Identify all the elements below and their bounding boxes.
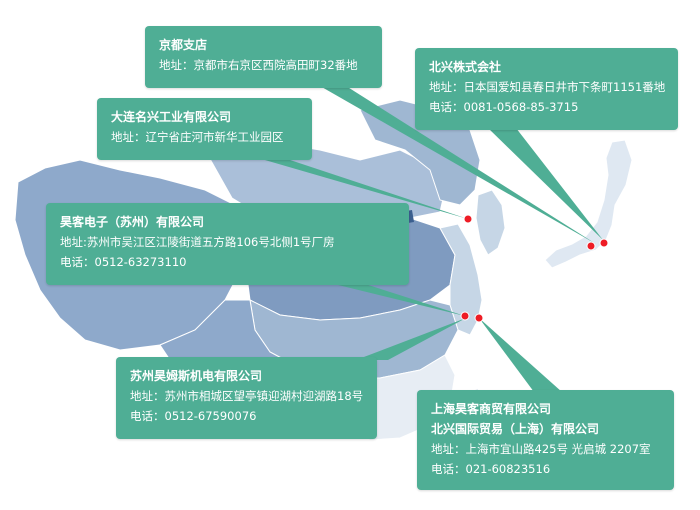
location-title: 京都支店: [159, 38, 208, 52]
location-title: 上海昊客商贸有限公司: [431, 402, 552, 416]
location-title: 北兴株式会社: [429, 60, 502, 74]
location-phone: 电话：0081-0568-85-3715: [429, 100, 579, 114]
location-card-hokko: 北兴株式会社 地址：日本国爱知县春日井市下条町1151番地 电话：0081-05…: [415, 48, 678, 130]
location-address: 地址：日本国爱知县春日井市下条町1151番地: [429, 80, 666, 94]
location-phone: 电话：0512-67590076: [130, 409, 257, 423]
location-card-haoke-suzhou: 昊客电子（苏州）有限公司 地址:苏州市吴江区江陵街道五方路106号北侧1号厂房 …: [46, 203, 409, 285]
land-region-east-coast: [439, 223, 483, 336]
marker-shanghai[interactable]: [474, 313, 484, 323]
land-region-japan: [544, 139, 633, 269]
location-address: 地址：京都市右京区西院高田町32番地: [159, 58, 358, 72]
callout-pointer-haoke: [330, 283, 465, 316]
land-region-korea: [475, 189, 506, 256]
callout-pointer-kyoto: [320, 86, 596, 244]
location-address: 地址：苏州市相城区望亭镇迎湖村迎湖路18号: [130, 389, 364, 403]
location-card-haomus-suzhou: 苏州昊姆斯机电有限公司 地址：苏州市相城区望亭镇迎湖村迎湖路18号 电话：051…: [116, 357, 377, 439]
marker-kyoto[interactable]: [586, 241, 596, 251]
marker-dalian[interactable]: [463, 214, 473, 224]
location-address: 地址：上海市宜山路425号 光启城 2207室: [431, 442, 651, 456]
location-title: 昊客电子（苏州）有限公司: [60, 215, 205, 229]
location-address: 地址:苏州市吴江区江陵街道五方路106号北侧1号厂房: [60, 235, 335, 249]
location-card-kyoto: 京都支店 地址：京都市右京区西院高田町32番地: [145, 26, 382, 88]
location-card-dalian: 大连名兴工业有限公司 地址：辽宁省庄河市新华工业园区: [97, 98, 312, 160]
location-title-secondary: 北兴国际贸易（上海）有限公司: [431, 422, 600, 436]
location-phone: 电话：021-60823516: [431, 462, 551, 476]
callout-pointer-shanghai: [479, 318, 562, 392]
location-title: 大连名兴工业有限公司: [111, 110, 232, 124]
location-phone: 电话：0512-63273110: [60, 255, 187, 269]
location-address: 地址：辽宁省庄河市新华工业园区: [111, 130, 284, 144]
location-title: 苏州昊姆斯机电有限公司: [130, 369, 263, 383]
marker-suzhou[interactable]: [460, 311, 470, 321]
marker-hokko[interactable]: [599, 238, 609, 248]
location-card-shanghai: 上海昊客商贸有限公司 北兴国际贸易（上海）有限公司 地址：上海市宜山路425号 …: [417, 390, 674, 490]
callout-pointer-hokko: [488, 128, 603, 240]
callout-pointer-haomus: [356, 318, 466, 360]
callout-pointer-dalian: [258, 158, 468, 219]
